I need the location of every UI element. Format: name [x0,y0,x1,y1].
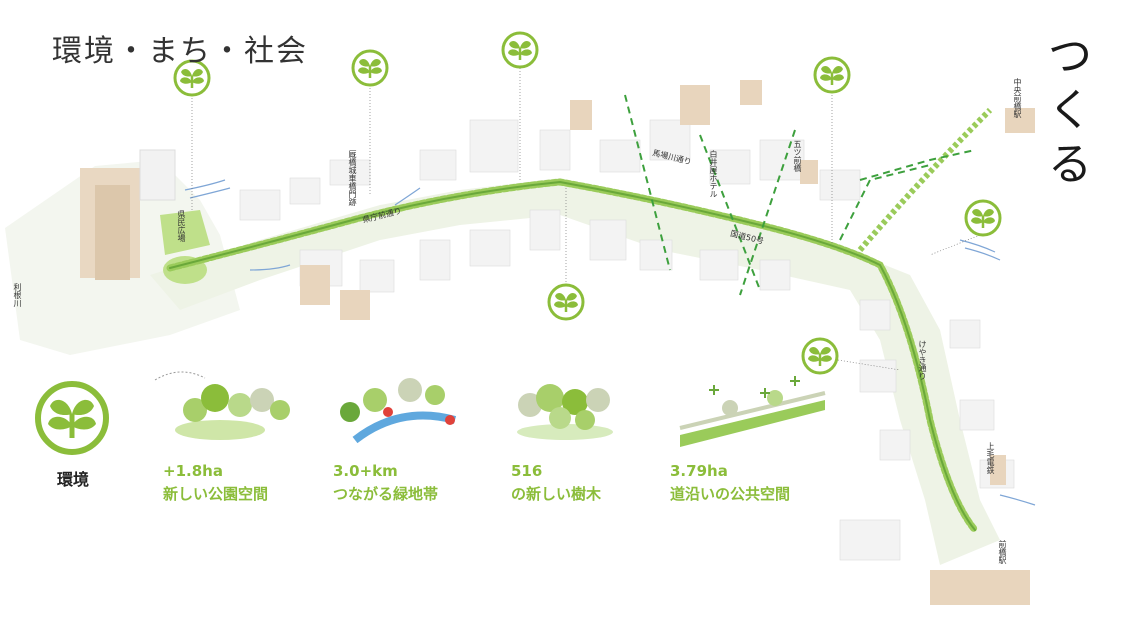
sprout-icon [501,31,539,69]
vertical-title-char: る [1048,139,1092,190]
map-label-shirai-hotel: 白井屋ホテル [709,150,718,198]
stat-value: 3.79ha [670,462,728,480]
vertical-title: つ く る [1045,30,1095,192]
page-title: 環境・まち・社会 [52,34,308,69]
new-trees-icon [517,384,613,440]
map-base [5,68,1036,605]
park-trees-icon [154,371,290,440]
map-label-maebashi-eki: 前橋駅 [998,540,1007,564]
sprout-icon [38,384,106,452]
street-public-space-icon [679,376,826,447]
green-corridor-icon [340,378,457,444]
stat-description: つながる緑地帯 [333,485,439,503]
stat-description: 道沿いの公共空間 [670,485,791,503]
stat-new-trees: 516 の新しい樹木 [511,462,601,504]
sprout-icon [547,283,585,321]
stat-park-space: +1.8ha 新しい公園空間 [163,462,268,504]
map-label-kamo-dori: けやき通り [918,340,927,380]
stat-description: の新しい樹木 [511,485,602,503]
vertical-title-char: つ [1048,31,1092,82]
map-label-umayabashi: 厩橋城車橋門跡 [348,150,357,206]
map-label-kenmin-hiroba: 県民広場 [177,210,186,242]
stat-description: 新しい公園空間 [163,485,269,503]
stat-green-corridor: 3.0+km つながる緑地帯 [333,462,438,504]
vertical-title-char: く [1048,85,1092,136]
sprout-icon [964,199,1002,237]
map-label-tonegawa: 利根川 [13,283,22,307]
sprout-icon [813,56,851,94]
stat-value: 3.0+km [333,462,398,480]
stat-value: 516 [511,462,543,480]
map-label-chuo-maebashi: 中央前橋駅 [1013,78,1022,118]
sprout-icon [801,337,839,375]
map-label-jomo-denki: 上毛電鉄 [986,442,995,474]
stat-value: +1.8ha [163,462,223,480]
sprout-icon [351,49,389,87]
map-label-itsutsu-bashi: 五ツ前橋 [793,140,802,172]
stat-street-public-space: 3.79ha 道沿いの公共空間 [670,462,790,504]
environment-label: 環境 [57,470,90,489]
